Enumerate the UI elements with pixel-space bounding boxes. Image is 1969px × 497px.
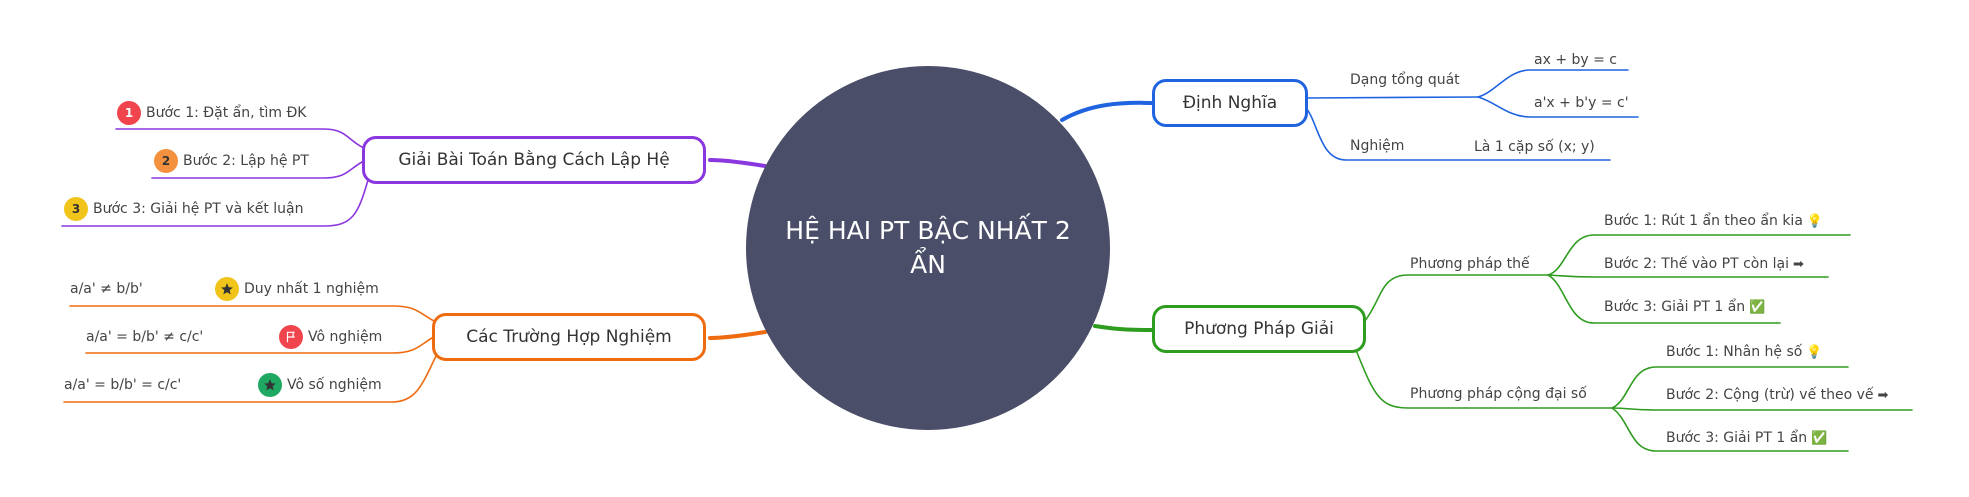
branch-giai-bai-toan-label: Giải Bài Toán Bằng Cách Lập Hệ <box>398 150 670 170</box>
central-topic-label: HỆ HAI PT BẬC NHẤT 2 ẨN <box>785 216 1071 279</box>
node-phuong-phap-the[interactable]: Phương pháp thế <box>1410 256 1530 272</box>
step-3-badge: 3 <box>64 197 88 221</box>
step-2-badge: 2 <box>154 149 178 173</box>
node-the-step3[interactable]: Bước 3: Giải PT 1 ẩn✅ <box>1604 299 1766 315</box>
node-case-1-result[interactable]: Duy nhất 1 nghiệm <box>244 281 379 297</box>
node-step-2[interactable]: Bước 2: Lập hệ PT <box>183 153 309 169</box>
branch-truong-hop-nghiem-label: Các Trường Hợp Nghiệm <box>466 327 672 347</box>
node-nghiem[interactable]: Nghiệm <box>1350 138 1405 154</box>
link-center-giai-bai-toan <box>708 158 767 168</box>
check-mark-icon: ✅ <box>1811 431 1828 446</box>
branch-phuong-phap-giai[interactable]: Phương Pháp Giải <box>1152 305 1366 353</box>
node-step-1[interactable]: Bước 1: Đặt ẩn, tìm ĐK <box>146 105 307 121</box>
node-cong-step1[interactable]: Bước 1: Nhân hệ số💡 <box>1666 344 1823 360</box>
link-center-truong-hop <box>708 330 767 340</box>
node-phuong-phap-cong[interactable]: Phương pháp cộng đại số <box>1410 386 1587 402</box>
star-icon <box>258 373 282 397</box>
node-case-2-condition[interactable]: a/a' = b/b' ≠ c/c' <box>86 329 204 345</box>
flag-icon <box>279 325 303 349</box>
branch-dinh-nghia[interactable]: Định Nghĩa <box>1152 79 1308 127</box>
branch-phuong-phap-giai-label: Phương Pháp Giải <box>1184 319 1334 339</box>
node-cong-step3[interactable]: Bước 3: Giải PT 1 ẩn✅ <box>1666 430 1828 446</box>
node-nghiem-value[interactable]: Là 1 cặp số (x; y) <box>1474 139 1595 155</box>
node-case-2-result[interactable]: Vô nghiệm <box>308 329 383 345</box>
node-the-step2[interactable]: Bước 2: Thế vào PT còn lại➡ <box>1604 256 1804 272</box>
node-case-1-condition[interactable]: a/a' ≠ b/b' <box>70 281 143 297</box>
arrow-right-icon: ➡ <box>1793 257 1804 272</box>
node-case-3-condition[interactable]: a/a' = b/b' = c/c' <box>64 377 182 393</box>
star-icon <box>215 277 239 301</box>
arrow-right-icon: ➡ <box>1877 388 1889 403</box>
branch-giai-bai-toan[interactable]: Giải Bài Toán Bằng Cách Lập Hệ <box>362 136 706 184</box>
link-center-phuong-phap <box>1093 324 1154 332</box>
node-the-step1[interactable]: Bước 1: Rút 1 ẩn theo ẩn kia💡 <box>1604 213 1824 229</box>
node-step-3[interactable]: Bước 3: Giải hệ PT và kết luận <box>93 201 304 217</box>
node-dang-tong-quat[interactable]: Dạng tổng quát <box>1350 72 1460 88</box>
branch-truong-hop-nghiem[interactable]: Các Trường Hợp Nghiệm <box>432 313 706 361</box>
lightbulb-icon: 💡 <box>1806 214 1824 229</box>
node-eq2[interactable]: a'x + b'y = c' <box>1534 95 1629 111</box>
node-case-3-result[interactable]: Vô số nghiệm <box>287 377 382 393</box>
check-mark-icon: ✅ <box>1749 300 1766 315</box>
node-eq1[interactable]: ax + by = c <box>1534 52 1617 68</box>
lightbulb-icon: 💡 <box>1806 345 1823 360</box>
node-cong-step2[interactable]: Bước 2: Cộng (trừ) vế theo vế➡ <box>1666 387 1889 403</box>
central-topic[interactable]: HỆ HAI PT BẬC NHẤT 2 ẨN <box>746 66 1110 430</box>
step-1-badge: 1 <box>117 101 141 125</box>
branch-dinh-nghia-label: Định Nghĩa <box>1182 93 1278 113</box>
link-center-dinh-nghia <box>1060 100 1154 122</box>
